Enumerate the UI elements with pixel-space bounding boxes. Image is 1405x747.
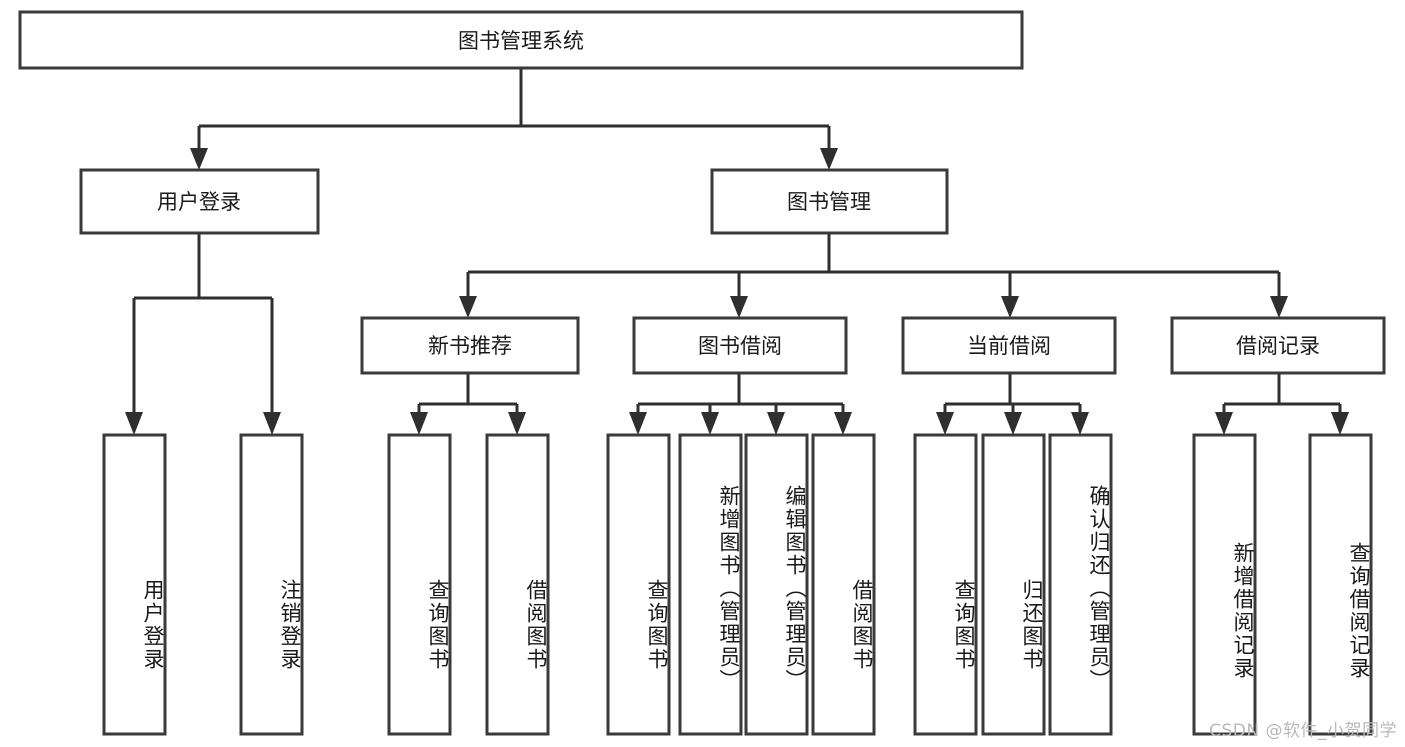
node-borrow-record[interactable]: 借阅记录 — [1170, 316, 1386, 375]
arrow-to-current-borrow — [1001, 296, 1019, 318]
arrow-to-new-book-recommend — [459, 296, 477, 318]
node-root[interactable]: 图书管理系统 — [18, 10, 1024, 70]
arrow-to-leaf-confirm-return — [1071, 412, 1089, 435]
node-book-borrow-label: 图书借阅 — [698, 334, 782, 358]
node-user-login-box[interactable] — [79, 168, 320, 235]
arrow-root-to-book-management — [820, 148, 838, 170]
node-leaf-logout-box[interactable] — [239, 433, 304, 736]
node-leaf-query-record-box[interactable] — [1308, 433, 1373, 736]
node-leaf-user-login-box[interactable] — [102, 433, 167, 736]
node-leaf-borrow-book-1-box[interactable] — [485, 433, 550, 736]
node-leaf-confirm-return-box[interactable] — [1048, 433, 1113, 736]
node-new-book-recommend-box[interactable] — [360, 316, 580, 375]
arrow-to-leaf-add-record — [1215, 412, 1233, 435]
node-leaf-edit-book-box[interactable] — [744, 433, 809, 736]
connector-layer — [125, 68, 1349, 435]
arrow-to-borrow-record — [1270, 296, 1288, 318]
arrow-to-leaf-return-book — [1004, 412, 1022, 435]
node-leaf-query-book-2-box[interactable] — [606, 433, 671, 736]
node-leaf-query-book-1-box[interactable] — [387, 433, 452, 736]
arrow-to-leaf-query-book-2 — [629, 412, 647, 435]
arrow-to-leaf-edit-book — [767, 412, 785, 435]
arrow-to-leaf-user-login — [125, 412, 143, 435]
arrow-to-leaf-logout — [263, 412, 281, 435]
node-borrow-record-label: 借阅记录 — [1236, 334, 1320, 358]
arrow-root-to-user-login — [190, 148, 208, 170]
arrow-to-leaf-query-book-3 — [936, 412, 954, 435]
arrow-to-book-borrow — [730, 296, 748, 318]
node-leaf-add-record-box[interactable] — [1192, 433, 1257, 736]
node-user-login[interactable]: 用户登录 — [79, 168, 320, 235]
node-leaf-borrow-book-2-box[interactable] — [811, 433, 876, 736]
node-book-management-label: 图书管理 — [787, 190, 871, 214]
node-current-borrow[interactable]: 当前借阅 — [901, 316, 1117, 375]
csdn-watermark: CSDN @软件_小贺同学 — [1209, 721, 1397, 741]
node-current-borrow-label: 当前借阅 — [967, 334, 1051, 358]
node-user-login-label: 用户登录 — [157, 190, 241, 214]
node-leaf-query-book-3-box[interactable] — [913, 433, 978, 736]
node-current-borrow-box[interactable] — [901, 316, 1117, 375]
node-root-label: 图书管理系统 — [458, 29, 584, 53]
node-leaf-add-book-box[interactable] — [678, 433, 743, 736]
node-book-management-box[interactable] — [710, 168, 949, 235]
arrow-to-leaf-borrow-book-1 — [508, 412, 526, 435]
arrow-to-leaf-borrow-book-2 — [834, 412, 852, 435]
node-book-management[interactable]: 图书管理 — [710, 168, 949, 235]
arrow-to-leaf-add-book — [701, 412, 719, 435]
node-root-box[interactable] — [18, 10, 1024, 70]
node-book-borrow[interactable]: 图书借阅 — [632, 316, 848, 375]
node-new-book-recommend-label: 新书推荐 — [428, 334, 512, 358]
node-borrow-record-box[interactable] — [1170, 316, 1386, 375]
arrow-to-leaf-query-book-1 — [410, 412, 428, 435]
node-book-borrow-box[interactable] — [632, 316, 848, 375]
node-new-book-recommend[interactable]: 新书推荐 — [360, 316, 580, 375]
arrow-to-leaf-query-record — [1331, 412, 1349, 435]
node-leaf-return-book-box[interactable] — [981, 433, 1046, 736]
